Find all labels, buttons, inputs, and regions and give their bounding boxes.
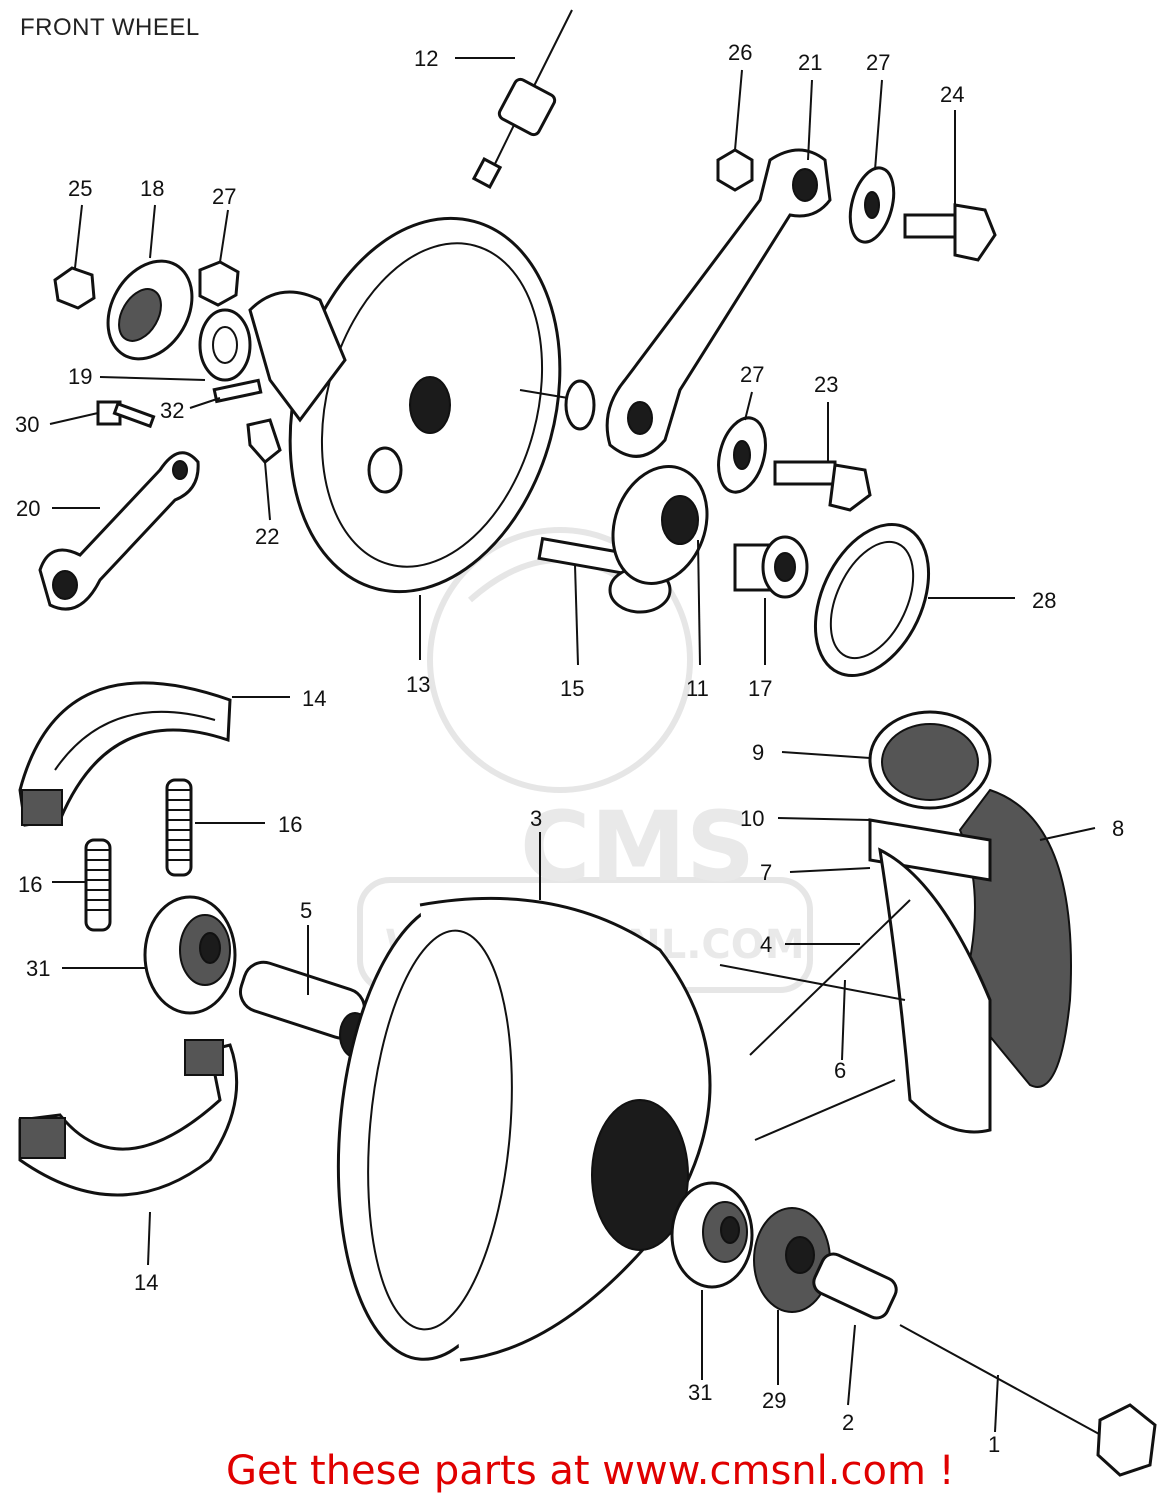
callout-7: 7 (760, 860, 772, 885)
part-3-wheel-hub (336, 896, 712, 1362)
callout-15: 15 (560, 676, 584, 701)
callout-12: 12 (414, 46, 438, 71)
footer-link-text[interactable]: Get these parts at www.cmsnl.com ! (226, 1448, 955, 1494)
callout-29: 29 (762, 1388, 786, 1413)
part-12-brake-cable (471, 9, 573, 189)
part-31-bearing-right (670, 1181, 754, 1289)
part-23-bolt (773, 460, 872, 512)
callout-labels: 12 26 21 27 24 25 18 27 19 32 30 20 22 2… (15, 40, 1124, 1457)
callout-4: 4 (760, 932, 772, 957)
part-5-axle-spacer (239, 960, 371, 1058)
callout-19: 19 (68, 364, 92, 389)
part-13-brake-panel (248, 216, 596, 594)
part-25-nut (53, 266, 96, 310)
part-7-rim (878, 847, 992, 1134)
callout-32: 32 (160, 398, 184, 423)
part-28-oil-seal (813, 522, 931, 678)
part-27-washer-middle (717, 416, 767, 494)
callout-21: 21 (798, 50, 822, 75)
callout-16-left: 16 (18, 872, 42, 897)
part-14-brake-shoe-upper (18, 681, 232, 827)
part-17-sleeve (733, 535, 809, 599)
part-16-spring-right (165, 778, 193, 877)
callout-18: 18 (140, 176, 164, 201)
part-20-brake-arm (38, 451, 200, 611)
callout-25: 25 (68, 176, 92, 201)
callout-23: 23 (814, 372, 838, 397)
part-27-nut-left (198, 260, 240, 307)
callout-30: 30 (15, 412, 39, 437)
callout-5: 5 (300, 898, 312, 923)
part-26-nut (716, 148, 754, 192)
callout-14-upper: 14 (302, 686, 326, 711)
part-31-bearing-left (143, 895, 237, 1015)
callout-13: 13 (406, 672, 430, 697)
callout-10: 10 (740, 806, 764, 831)
watermark-logo-text: CMS (520, 791, 755, 903)
callout-14-lower: 14 (134, 1270, 158, 1295)
part-6-spoke (719, 964, 906, 1141)
part-1-front-axle (899, 1324, 1157, 1477)
callout-28: 28 (1032, 588, 1056, 613)
part-11-speedometer-gear (611, 465, 709, 585)
callout-3: 3 (530, 806, 542, 831)
callout-17: 17 (748, 676, 772, 701)
callout-9: 9 (752, 740, 764, 765)
part-27-washer-top (848, 166, 896, 244)
part-4-spoke (749, 899, 911, 1056)
part-2-axle-collar (812, 1252, 898, 1320)
part-14-brake-shoe-lower (18, 1039, 239, 1197)
callout-16-right: 16 (278, 812, 302, 837)
callout-27-top: 27 (866, 50, 890, 75)
callout-1: 1 (988, 1432, 1000, 1457)
part-32-stud (212, 378, 263, 404)
part-19-washer (198, 308, 252, 382)
callout-26: 26 (728, 40, 752, 65)
part-22-clip (246, 418, 282, 465)
callout-8: 8 (1112, 816, 1124, 841)
callout-20: 20 (16, 496, 40, 521)
part-18-dust-seal (106, 259, 194, 361)
callout-31-left: 31 (26, 956, 50, 981)
watermark-face-outline (427, 527, 693, 793)
callout-11: 11 (686, 676, 709, 701)
callout-27-middle: 27 (740, 362, 764, 387)
part-30-bolt (96, 400, 156, 429)
callout-24: 24 (940, 82, 964, 107)
part-9-tube-cap (868, 710, 992, 810)
part-24-bolt (903, 203, 997, 262)
part-21-torque-arm (605, 148, 832, 458)
callout-27-left: 27 (212, 184, 236, 209)
part-16-spring-left (84, 838, 112, 932)
diagram-title: FRONT WHEEL (20, 14, 200, 41)
callout-22: 22 (255, 524, 279, 549)
callout-2: 2 (842, 1410, 854, 1435)
part-29-dust-seal (753, 1207, 831, 1313)
leader-lines (49, 57, 1096, 1433)
callout-31-right: 31 (688, 1380, 712, 1405)
callout-6: 6 (834, 1058, 846, 1083)
